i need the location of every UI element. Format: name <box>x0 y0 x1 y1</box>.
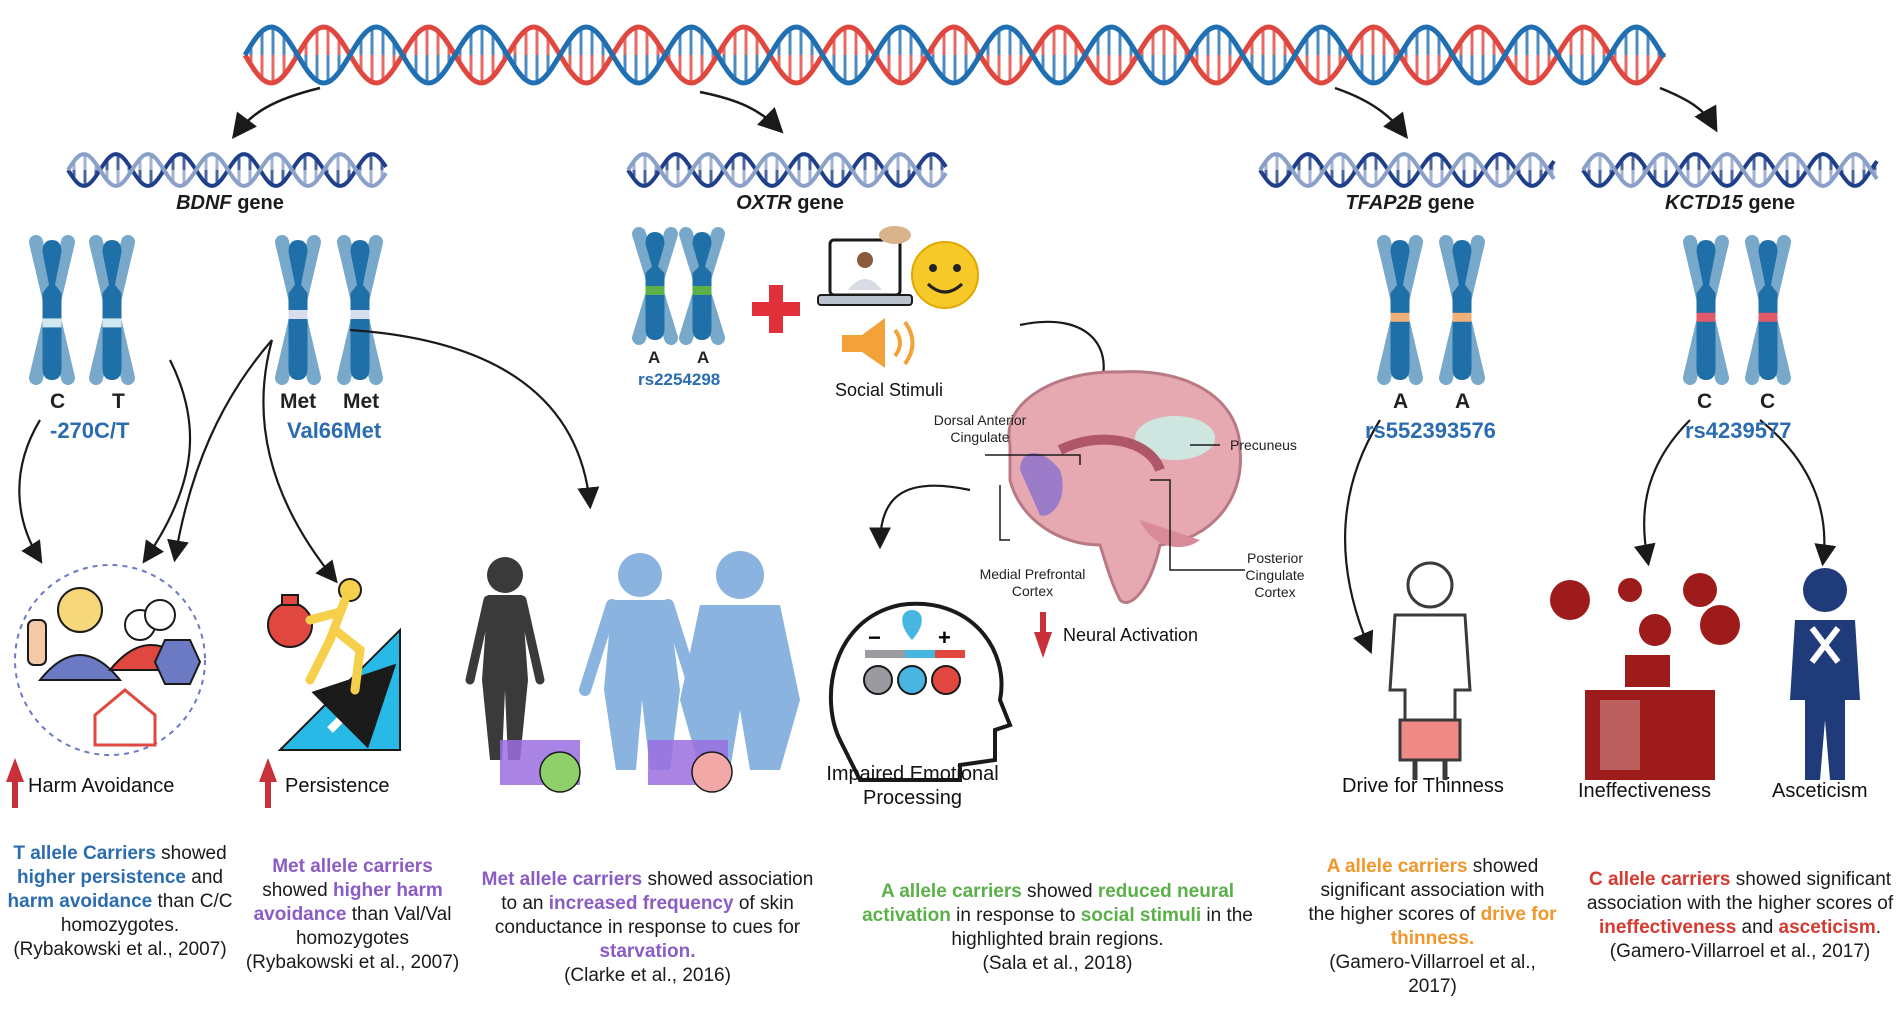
harm-avoidance-label: Harm Avoidance <box>28 775 175 797</box>
snp-label: rs552393576 <box>1365 418 1496 443</box>
dacc-label: Dorsal Anterior Cingulate <box>933 412 1027 445</box>
pcc-label: Posterior Cingulate Cortex <box>1245 550 1305 600</box>
allele-label: A <box>697 348 710 367</box>
plus-icon <box>752 285 800 333</box>
impaired-emotional-label: Impaired Emotional Processing <box>826 763 999 809</box>
gene-title-oxtr: OXTR gene <box>736 192 844 214</box>
up-arrow-icons <box>6 758 277 808</box>
harm-avoidance-icon <box>14 564 206 756</box>
chromosome-icons <box>29 227 1791 385</box>
gene-title-bdnf: BDNF gene <box>176 192 284 214</box>
snp-label: rs4239577 <box>1685 418 1792 443</box>
caption-c-allele-kctd15: C allele carriers showed significant ass… <box>1586 869 1894 962</box>
brain-icon <box>985 370 1245 604</box>
allele-label: T <box>112 390 125 413</box>
down-arrow-icon <box>1034 612 1052 658</box>
neural-activation-label: Neural Activation <box>1063 625 1199 645</box>
caption-met-allele-1: Met allele carriers showed higher harm a… <box>245 856 460 973</box>
allele-label: Met <box>343 390 380 413</box>
persistence-icon <box>267 578 401 751</box>
thin-body-icon <box>1388 561 1472 780</box>
asceticism-label: Asceticism <box>1772 780 1868 802</box>
top-dna-helix-icon <box>242 24 1667 86</box>
caption-a-allele-tfap2b: A allele carriers showed significant ass… <box>1308 856 1557 997</box>
svg-text:−: − <box>868 625 881 650</box>
caption-met-allele-2: Met allele carriers showed association t… <box>481 869 814 986</box>
speaker-icon <box>842 318 915 368</box>
mpfc-label: Medial Prefrontal Cortex <box>979 566 1086 599</box>
persistence-label: Persistence <box>285 775 390 797</box>
smiley-icon <box>911 241 979 309</box>
laptop-icon <box>817 226 913 306</box>
snp-label: -270C/T <box>50 418 130 443</box>
caption-t-allele: T allele Carriers showed higher persiste… <box>7 843 233 960</box>
allele-label: C <box>1697 390 1713 413</box>
ineffectiveness-icon <box>1550 573 1740 780</box>
social-stimuli-label: Social Stimuli <box>835 380 944 400</box>
allele-label: A <box>1455 390 1471 413</box>
snp-label: Val66Met <box>287 418 382 443</box>
head-emotion-icon: − + <box>828 601 1013 782</box>
asceticism-icon <box>1790 568 1860 780</box>
drive-for-thinness-label: Drive for Thinness <box>1342 775 1504 797</box>
gene-helix-icons <box>66 151 1879 189</box>
snp-label: rs2254298 <box>638 370 721 389</box>
caption-a-allele-oxtr: A allele carriers showed reduced neural … <box>862 881 1253 974</box>
allele-label: A <box>1393 390 1409 413</box>
allele-label: Met <box>280 390 317 413</box>
allele-label: C <box>1760 390 1776 413</box>
gene-arrows <box>231 86 1718 139</box>
ineffectiveness-label: Ineffectiveness <box>1578 780 1712 802</box>
effect-arrows <box>18 320 1837 655</box>
gene-title-kctd15: KCTD15 gene <box>1664 192 1796 214</box>
gene-title-tfap2b: TFAP2B gene <box>1345 192 1475 214</box>
allele-label: A <box>648 348 661 367</box>
allele-label: C <box>50 390 66 413</box>
precuneus-label: Precuneus <box>1230 437 1297 453</box>
svg-text:+: + <box>938 625 951 650</box>
body-silhouettes-icon <box>465 551 800 793</box>
